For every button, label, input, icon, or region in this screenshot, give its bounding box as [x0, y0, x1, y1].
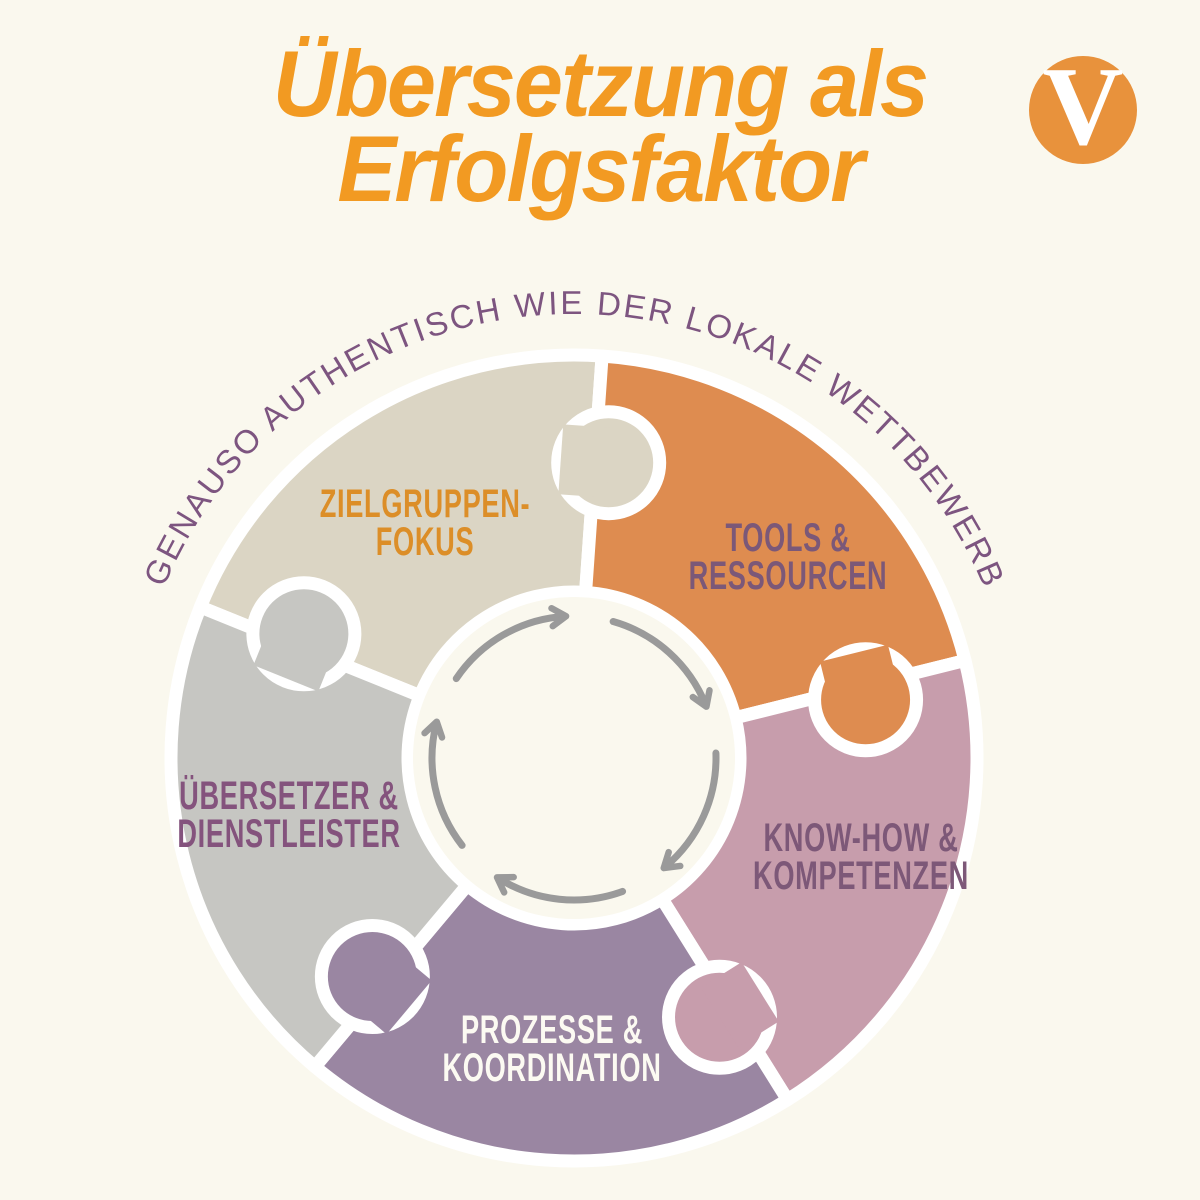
segment-label-tools-ressourcen: TOOLS &RESSOURCEN — [689, 516, 888, 598]
segment-label-know-how-kompetenzen: KNOW-HOW &KOMPETENZEN — [753, 816, 969, 898]
segment-know-how-kompetenzen-tab — [662, 959, 779, 1075]
cycle-arrow — [452, 604, 570, 683]
segment-tools-ressourcen-tab — [808, 642, 924, 758]
header: Übersetzung als Erfolgsfaktor — [0, 0, 1200, 221]
segment-label-uebersetzer-dienstleister: ÜBERSETZER &DIENSTLEISTER — [177, 773, 400, 857]
cycle-arrow — [660, 749, 720, 872]
segment-label-prozesse-koordination: PROZESSE &KOORDINATION — [442, 1008, 661, 1090]
logo-v-icon: V — [1042, 45, 1124, 169]
hub-circle — [413, 597, 735, 919]
cycle-arrow — [493, 873, 627, 904]
cycle-arrow — [609, 618, 713, 710]
cycle-arrow — [421, 718, 466, 849]
cycle-arrows-icon — [421, 604, 720, 904]
segment-labels: ZIELGRUPPEN-FOKUS TOOLS &RESSOURCEN KNOW-H… — [177, 482, 969, 1090]
segment-tools-ressourcen — [579, 349, 972, 725]
segment-prozesse-koordination — [308, 878, 795, 1168]
segment-prozesse-koordination-tab — [314, 919, 432, 1035]
page-title-line-1: Übersetzung als — [272, 31, 929, 136]
page-title-line-2: Erfolgsfaktor — [337, 115, 864, 221]
page-title: Übersetzung als Erfolgsfaktor — [272, 31, 929, 221]
segment-label-zielgruppen-fokus: ZIELGRUPPEN-FOKUS — [320, 482, 531, 564]
segment-uebersetzer-dienstleister-tab — [246, 576, 362, 692]
brand-logo: V — [1029, 45, 1137, 169]
segment-zielgruppen-fokus-tab — [551, 405, 667, 521]
